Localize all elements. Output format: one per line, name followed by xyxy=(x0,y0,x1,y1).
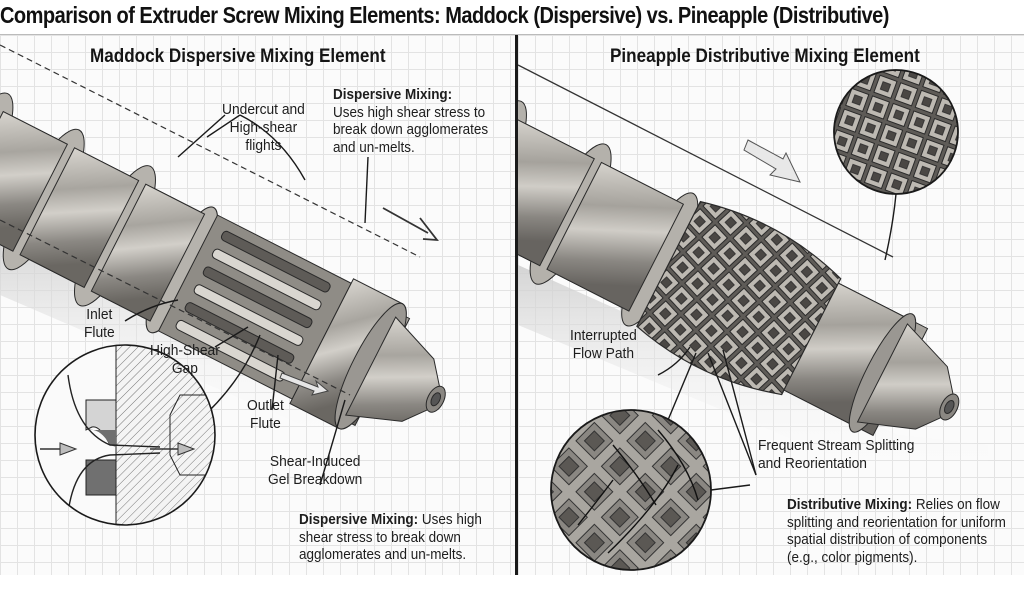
maddock-heading: Maddock Dispersive Mixing Element xyxy=(90,46,386,67)
callout-line: Inlet xyxy=(86,306,113,323)
callout-line: Gap xyxy=(171,360,198,377)
callout-line: and Reorientation xyxy=(758,455,867,472)
callout-line: High-shear xyxy=(229,119,298,136)
maddock-screw xyxy=(0,81,446,430)
flow-direction-arrow xyxy=(743,139,801,183)
note-line: and un-melts. xyxy=(333,139,415,156)
note-line: break down agglomerates xyxy=(333,122,489,138)
distributive-note-bottom: Distributive Mixing: Relies on flow spli… xyxy=(787,497,1006,567)
maddock-screw-illustration xyxy=(0,44,470,526)
outlet-flow-arrow xyxy=(279,372,330,396)
flow-direction-arrow xyxy=(382,207,439,242)
callout-outlet-flute: Outlet Flute xyxy=(247,397,284,433)
dispersive-note-top: Dispersive Mixing: Uses high shear stres… xyxy=(333,87,488,157)
screw-shadow xyxy=(0,245,470,455)
flow-guide-line-bottom xyxy=(0,219,351,396)
callout-interrupted-flow: Interrupted Flow Path xyxy=(570,327,637,363)
callout-stream-splitting: Frequent Stream Splitting and Reorientat… xyxy=(758,437,914,473)
callout-line: Frequent Stream Splitting xyxy=(758,437,915,454)
callout-high-shear-gap: High-Shear Gap xyxy=(150,342,220,378)
callout-line: Undercut and xyxy=(222,101,305,118)
flow-guide-line-top xyxy=(0,44,421,258)
title-divider xyxy=(0,34,1024,35)
note-heading: Distributive Mixing: xyxy=(787,497,913,513)
callout-inlet-flute: Inlet Flute xyxy=(84,306,115,342)
pineapple-panel: Pineapple Distributive Mixing Element In… xyxy=(518,35,1024,575)
callout-line: Interrupted xyxy=(570,327,637,344)
note-body: Uses high shear stress to break down agg… xyxy=(299,512,482,563)
maddock-panel: Maddock Dispersive Mixing Element Underc… xyxy=(0,35,515,575)
note-body: Relies on flow splitting and reorientati… xyxy=(787,497,1006,566)
diamond-pattern-zoom-inset xyxy=(550,409,712,571)
dispersive-note-bottom: Dispersive Mixing: Uses high shear stres… xyxy=(299,512,499,565)
page-title: Comparison of Extruder Screw Mixing Elem… xyxy=(0,2,889,28)
callout-line: Flow Path xyxy=(572,345,635,362)
pin-pattern-zoom-inset xyxy=(833,69,959,195)
callout-line: Flute xyxy=(250,415,281,432)
callout-gel-breakdown: Shear-Induced Gel Breakdown xyxy=(268,453,362,489)
pineapple-pin-section xyxy=(636,200,842,396)
callout-line: Flute xyxy=(84,324,115,341)
callout-line: High-Shear xyxy=(150,342,220,359)
panel-divider xyxy=(515,35,518,575)
callout-line: Shear-Induced xyxy=(269,453,361,470)
note-heading: Dispersive Mixing: xyxy=(333,87,453,103)
callout-line: Outlet xyxy=(247,397,284,414)
bottom-margin xyxy=(0,575,1024,594)
pineapple-screw-illustration xyxy=(518,64,988,571)
note-line: Uses high shear stress to xyxy=(333,104,486,121)
callout-undercut-flights: Undercut and High-shear flights xyxy=(222,101,305,155)
note-heading: Dispersive Mixing: xyxy=(299,512,419,528)
callout-line: flights xyxy=(245,137,282,154)
callout-line: Gel Breakdown xyxy=(268,471,363,488)
pineapple-heading: Pineapple Distributive Mixing Element xyxy=(610,46,920,67)
outline-guide-line xyxy=(518,64,894,258)
pineapple-screw xyxy=(518,91,960,437)
callout-leaders xyxy=(657,193,897,491)
